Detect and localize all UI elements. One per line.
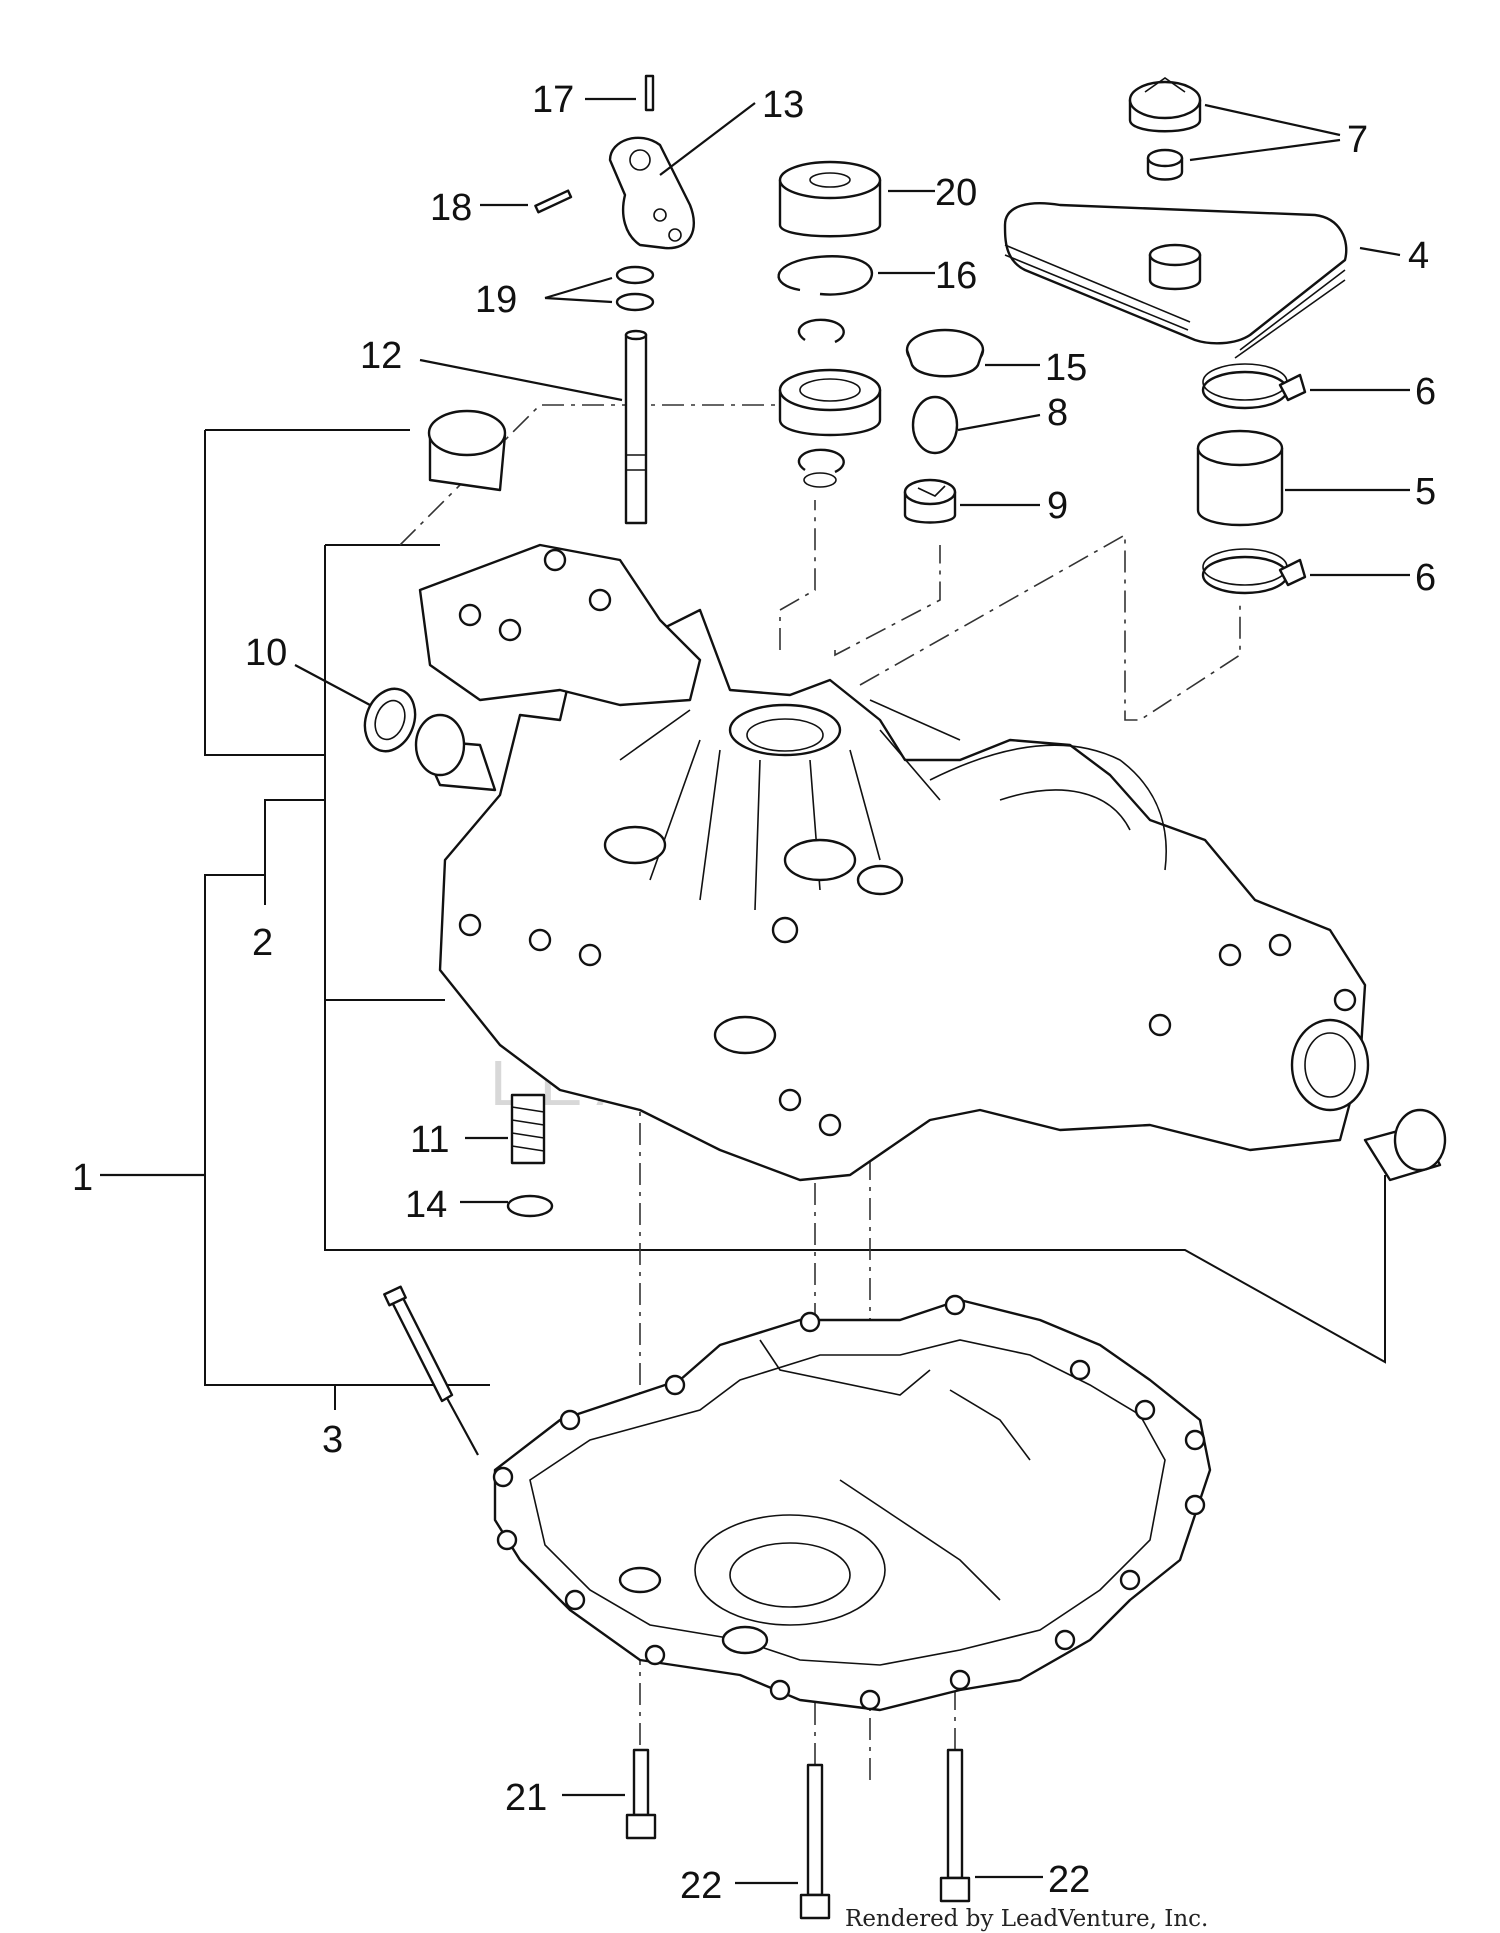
callout-14: 14 xyxy=(405,1184,447,1226)
part-9-valve xyxy=(903,478,957,524)
part-6-clamp-upper xyxy=(1201,363,1307,410)
part-13-control-arm xyxy=(608,136,695,250)
part-21-bolt xyxy=(625,1748,657,1840)
bushing-left xyxy=(414,713,497,792)
part-19-o-ring-lower xyxy=(615,292,655,312)
part-22-bolt-center xyxy=(799,1763,831,1920)
credit-line: Rendered by LeadVenture, Inc. xyxy=(845,1906,1208,1932)
part-11-spring xyxy=(510,1093,546,1165)
part-20-bearing-cap xyxy=(778,160,882,238)
part-22-bolt-right xyxy=(939,1748,971,1903)
leader-lines xyxy=(100,97,1410,1885)
part-5-hose xyxy=(1196,429,1284,527)
callout-20: 20 xyxy=(935,172,977,214)
bearing-stack xyxy=(778,318,882,488)
part-6-clamp-lower xyxy=(1201,548,1307,595)
part-7-cap xyxy=(1128,77,1202,181)
callout-21: 21 xyxy=(505,1777,547,1819)
part-8-disc xyxy=(911,395,959,455)
callout-12: 12 xyxy=(360,335,402,377)
callout-17: 17 xyxy=(532,79,574,121)
upper-housing xyxy=(418,543,1370,1182)
part-17-pin xyxy=(644,74,655,112)
callout-22-right: 22 xyxy=(1048,1859,1090,1901)
callout-16: 16 xyxy=(935,255,977,297)
callout-6-lower: 6 xyxy=(1415,557,1436,599)
part-4-reservoir xyxy=(1003,202,1348,359)
part-10-seal xyxy=(363,687,417,753)
part-19-o-ring-upper xyxy=(615,265,655,285)
callout-11: 11 xyxy=(410,1119,449,1161)
lower-housing xyxy=(383,1285,1212,1712)
part-15-plug xyxy=(905,328,985,378)
callout-18: 18 xyxy=(430,187,472,229)
callout-6-upper: 6 xyxy=(1415,371,1436,413)
callout-22-left: 22 xyxy=(680,1865,722,1907)
part-14-clip xyxy=(506,1194,554,1218)
bushing-upper-left xyxy=(427,409,507,492)
callout-9: 9 xyxy=(1047,485,1068,527)
callout-1: 1 xyxy=(72,1157,93,1199)
callout-8: 8 xyxy=(1047,392,1068,434)
callout-15: 15 xyxy=(1045,347,1087,389)
part-18-pin xyxy=(534,189,573,214)
callout-labels: 17 13 18 19 12 20 16 15 8 9 7 4 6 5 6 10… xyxy=(72,79,1436,1907)
callout-10: 10 xyxy=(245,632,287,674)
part-16-snap-ring xyxy=(777,255,874,296)
callout-13: 13 xyxy=(762,84,804,126)
callout-7: 7 xyxy=(1347,119,1368,161)
callout-5: 5 xyxy=(1415,471,1436,513)
callout-19: 19 xyxy=(475,279,517,321)
callout-4: 4 xyxy=(1408,235,1429,277)
callout-3: 3 xyxy=(322,1419,343,1461)
bushing-right xyxy=(1363,1108,1447,1182)
assembly-brackets xyxy=(204,429,1386,1410)
callout-2: 2 xyxy=(252,922,273,964)
part-12-shaft xyxy=(624,329,648,525)
